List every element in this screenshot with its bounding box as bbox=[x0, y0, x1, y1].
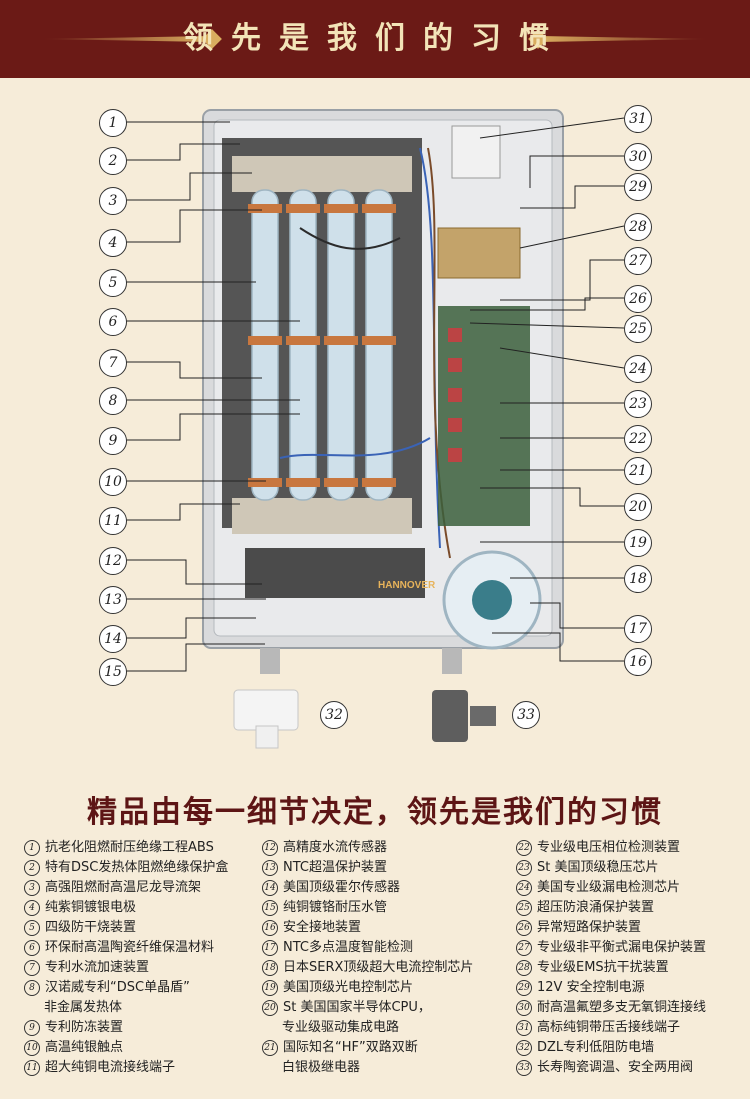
callout-9: 9 bbox=[99, 427, 127, 455]
callout-19: 19 bbox=[624, 529, 652, 557]
callout-8: 8 bbox=[99, 387, 127, 415]
callout-10: 10 bbox=[99, 468, 127, 496]
top-banner: 领先是我们的习惯 bbox=[0, 0, 750, 78]
callout-7: 7 bbox=[99, 349, 127, 377]
callout-11: 11 bbox=[99, 507, 127, 535]
callout-5: 5 bbox=[99, 269, 127, 297]
callout-1: 1 bbox=[99, 109, 127, 137]
brand-logo: HANNOVER bbox=[378, 580, 436, 591]
callout-25: 25 bbox=[624, 315, 652, 343]
callout-23: 23 bbox=[624, 390, 652, 418]
heater-internals-illustration: HANNOVER bbox=[126, 109, 625, 749]
callout-20: 20 bbox=[624, 493, 652, 521]
banner-ornament-left bbox=[40, 36, 210, 42]
callout-26: 26 bbox=[624, 285, 652, 313]
callout-15: 15 bbox=[99, 658, 127, 686]
banner-ornament-right bbox=[540, 36, 710, 42]
callout-2: 2 bbox=[99, 147, 127, 175]
callout-28: 28 bbox=[624, 213, 652, 241]
callout-21: 21 bbox=[624, 457, 652, 485]
callout-31: 31 bbox=[624, 105, 652, 133]
callout-29: 29 bbox=[624, 173, 652, 201]
callout-14: 14 bbox=[99, 625, 127, 653]
callout-30: 30 bbox=[624, 143, 652, 171]
callout-22: 22 bbox=[624, 425, 652, 453]
feature-item-continuation: 非金属发热体 bbox=[44, 1000, 123, 1015]
callout-12: 12 bbox=[99, 547, 127, 575]
slogan-heading: 精品由每一细节决定，领先是我们的习惯 bbox=[87, 795, 663, 830]
callout-16: 16 bbox=[624, 648, 652, 676]
callout-33: 33 bbox=[512, 701, 540, 729]
callout-13: 13 bbox=[99, 586, 127, 614]
callout-17: 17 bbox=[624, 615, 652, 643]
callout-27: 27 bbox=[624, 247, 652, 275]
callout-32: 32 bbox=[320, 701, 348, 729]
banner-title: 领先是我们的习惯 bbox=[183, 21, 567, 56]
product-photo: HANNOVER bbox=[0, 78, 750, 778]
feature-item-continuation: 白银极继电器 bbox=[282, 1060, 361, 1075]
callout-6: 6 bbox=[99, 308, 127, 336]
callout-4: 4 bbox=[99, 229, 127, 257]
feature-item-continuation: 专业级驱动集成电路 bbox=[282, 1020, 400, 1035]
callout-18: 18 bbox=[624, 565, 652, 593]
callout-3: 3 bbox=[99, 187, 127, 215]
callout-24: 24 bbox=[624, 355, 652, 383]
